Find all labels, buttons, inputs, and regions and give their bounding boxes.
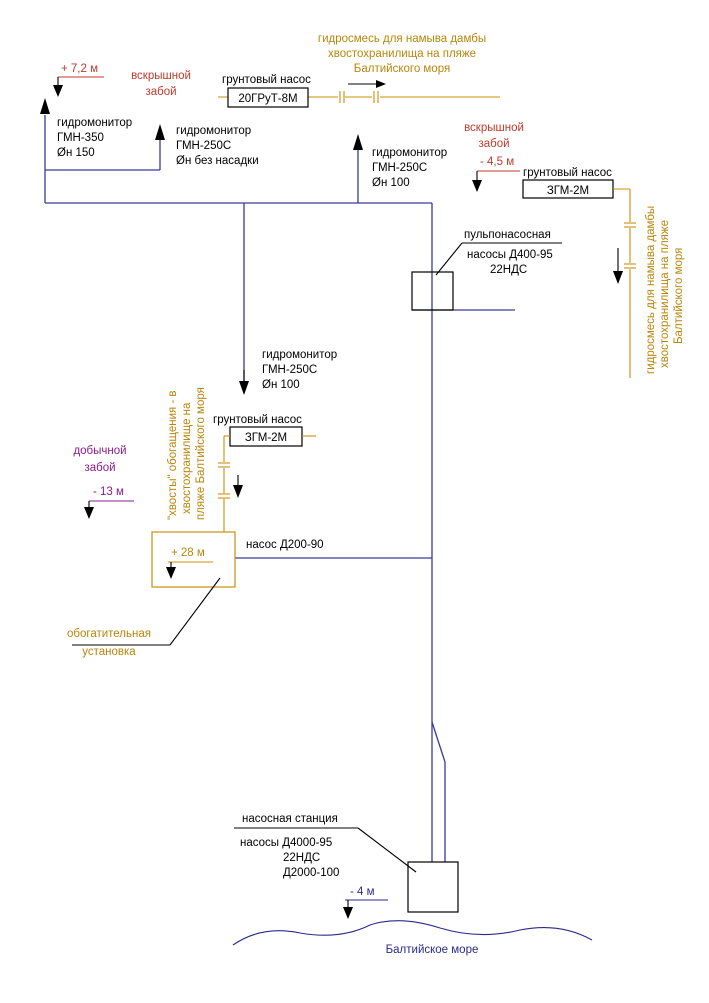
- svg-text:Øн без насадки: Øн без насадки: [176, 155, 259, 167]
- monitor-arrow-icon: [239, 381, 249, 395]
- svg-text:гидромонитор: гидромонитор: [57, 117, 132, 129]
- overburden-face-right-line1: вскрышной: [464, 122, 524, 134]
- svg-text:- 4,5 м: - 4,5 м: [480, 156, 514, 168]
- pump-zgm-mid: грунтовый насос ЗГМ-2М: [213, 414, 316, 532]
- svg-text:ГМН-350: ГМН-350: [57, 132, 104, 144]
- enrichment-plant-box: [151, 531, 236, 588]
- svg-text:Д2000-100: Д2000-100: [283, 867, 339, 879]
- overburden-face-left-line2: забой: [145, 86, 176, 98]
- pump-20grut-label: грунтовый насос: [222, 74, 311, 86]
- level-minus-4-5: - 4,5 м: [472, 156, 520, 192]
- monitor-gmn250-no-nozzle: гидромонитор ГМН-250С Øн без насадки: [176, 125, 259, 167]
- svg-text:ГМН-250С: ГМН-250С: [372, 162, 427, 174]
- overburden-face-left-line1: вскрышной: [131, 70, 191, 82]
- main-pump-station: насосная станция насосы Д4000-95 22НДС Д…: [234, 813, 459, 913]
- svg-text:насосы Д400-95: насосы Д400-95: [467, 249, 553, 261]
- svg-text:+ 7,2 м: + 7,2 м: [61, 63, 98, 75]
- monitor-gmn250-top: гидромонитор ГМН-250С Øн 100: [372, 147, 447, 189]
- svg-text:обогатительная: обогатительная: [67, 628, 151, 640]
- monitor-gmn350: гидромонитор ГМН-350 Øн 150: [57, 117, 132, 159]
- monitor-arrow-icon: [155, 124, 165, 140]
- pump-20grut-box: [227, 87, 309, 108]
- enrichment-plant: + 28 м обогатительная установка: [67, 531, 236, 658]
- pipeline-network: [44, 115, 515, 862]
- svg-text:Øн 150: Øн 150: [57, 147, 95, 159]
- svg-text:гидромонитор: гидромонитор: [176, 125, 251, 137]
- monitor-arrow-icon: [40, 98, 50, 114]
- pump-zgm-right: грунтовый насос ЗГМ-2М: [522, 167, 636, 378]
- pump-20grut-model: 20ГРуТ-8М: [238, 93, 297, 105]
- svg-text:Øн 100: Øн 100: [372, 177, 410, 189]
- slurry-top-line3: Балтийского моря: [354, 63, 450, 75]
- level-arrow-icon: [472, 180, 482, 192]
- monitor-gmn250-mid: гидромонитор ГМН-250С Øн 100: [262, 349, 337, 391]
- slurry-right-text: гидросмесь для намыва дамбы хвостохранил…: [645, 206, 685, 374]
- svg-text:пляже Балтийского моря: пляже Балтийского моря: [195, 387, 207, 520]
- level-minus-13: - 13 м: [84, 486, 134, 519]
- level-arrow-icon: [343, 907, 353, 919]
- slurry-top-line2: хвостохранилища на пляже: [328, 48, 476, 60]
- svg-text:ЗГМ-2М: ЗГМ-2М: [245, 432, 287, 444]
- svg-text:грунтовый насос: грунтовый насос: [213, 414, 302, 426]
- svg-text:ГМН-250С: ГМН-250С: [262, 364, 317, 376]
- svg-text:- 4 м: - 4 м: [350, 886, 375, 898]
- main-pump-station-box: [407, 861, 459, 913]
- mining-face-line2: забой: [84, 462, 115, 474]
- arrow-icons: [40, 98, 363, 395]
- flow-arrow-icon: [613, 271, 623, 284]
- overburden-face-right-line2: забой: [478, 138, 509, 150]
- svg-text:гидромонитор: гидромонитор: [262, 349, 337, 361]
- monitor-arrow-icon: [353, 134, 363, 150]
- slurry-top-line1: гидросмесь для намыва дамбы: [318, 33, 486, 45]
- svg-text:гидромонитор: гидромонитор: [372, 147, 447, 159]
- svg-text:ЗГМ-2М: ЗГМ-2М: [547, 185, 589, 197]
- svg-text:насосы Д4000-95: насосы Д4000-95: [240, 837, 332, 849]
- svg-text:+ 28 м: + 28 м: [171, 547, 205, 559]
- tailings-text: "хвосты" обогащения - в хвостохранилище …: [167, 387, 207, 520]
- mining-face-line1: добычной: [73, 445, 126, 457]
- svg-text:грунтовый насос: грунтовый насос: [523, 167, 612, 179]
- pulp-station-box: [411, 271, 454, 311]
- sea-name: Балтийское море: [386, 944, 479, 956]
- level-arrow-icon: [166, 567, 176, 579]
- svg-text:"хвосты" обогащения - в: "хвосты" обогащения - в: [167, 390, 179, 520]
- svg-text:пульпонасосная: пульпонасосная: [464, 229, 551, 241]
- svg-text:установка: установка: [82, 646, 136, 658]
- level-arrow-icon: [53, 85, 63, 97]
- flow-arrow-icon: [233, 485, 243, 498]
- svg-text:гидросмесь для намыва дамбы: гидросмесь для намыва дамбы: [645, 206, 657, 374]
- pump-d200-label: насос Д200-90: [246, 539, 324, 551]
- level-arrow-icon: [84, 507, 94, 519]
- svg-text:Балтийского моря: Балтийского моря: [673, 248, 685, 344]
- svg-text:насосная станция: насосная станция: [242, 813, 338, 825]
- svg-text:- 13 м: - 13 м: [93, 486, 124, 498]
- level-plus-7-2: + 7,2 м: [53, 63, 104, 97]
- svg-text:хвостохранилища на пляже: хвостохранилища на пляже: [659, 220, 671, 368]
- pulp-pump-station: пульпонасосная насосы Д400-95 22НДС: [411, 229, 562, 311]
- svg-text:22НДС: 22НДС: [490, 264, 527, 276]
- top-slurry-line: грунтовый насос 20ГРуТ-8М гидросмесь для…: [218, 33, 500, 108]
- svg-text:Øн 100: Øн 100: [262, 379, 300, 391]
- svg-text:22НДС: 22НДС: [283, 852, 320, 864]
- sea-wave: [232, 920, 593, 946]
- svg-text:хвостохранилище на: хвостохранилище на: [181, 402, 193, 514]
- svg-text:ГМН-250С: ГМН-250С: [176, 140, 231, 152]
- level-minus-4: - 4 м: [343, 886, 388, 919]
- flow-arrow-icon: [376, 80, 386, 88]
